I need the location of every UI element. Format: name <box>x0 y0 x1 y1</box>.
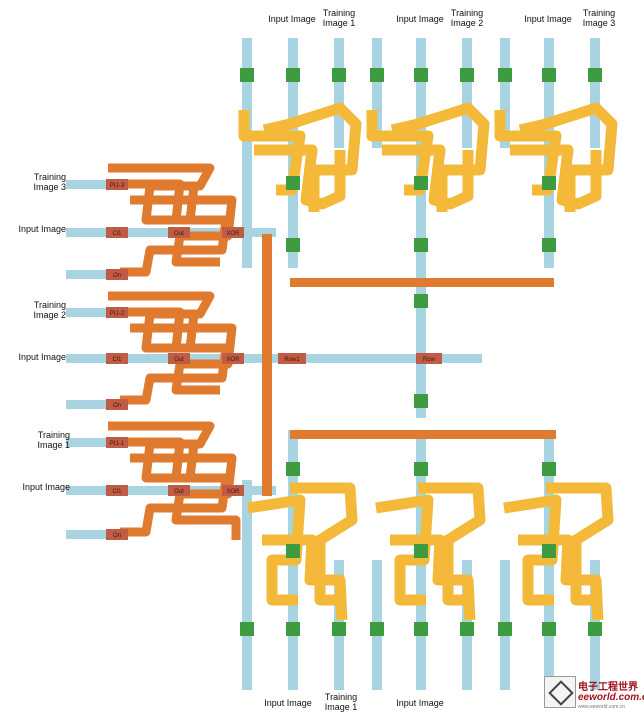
tag-b2-cl: Cl1 <box>112 357 122 363</box>
eeworld-logo-icon <box>544 676 576 708</box>
tag-b3-out: Out <box>174 231 184 237</box>
orange-buses <box>262 234 556 496</box>
left-label-training-image-3: Training Image 3 <box>33 172 66 192</box>
yellow-bottom-blocks <box>247 482 614 621</box>
top-label-training-image-3: Training Image 3 <box>582 8 616 28</box>
tag-row: Row <box>423 357 436 363</box>
tag-b2-pi: PI1-2 <box>110 311 125 317</box>
left-block-tag-boxes <box>106 179 442 540</box>
left-label-training-image-2: Training Image 2 <box>33 300 66 320</box>
tag-b2-xor: XOR <box>226 357 240 363</box>
top-label-input-image-1: Input Image <box>268 14 316 24</box>
top-label-training-image-2: Training Image 2 <box>450 8 484 28</box>
top-label-input-image-2: Input Image <box>396 14 444 24</box>
tag-b1-cl: Cl1 <box>112 489 122 495</box>
tag-b2-on: On <box>113 403 121 409</box>
tag-b2-out: Out <box>174 357 184 363</box>
tag-row1: Row1 <box>284 357 300 363</box>
watermark-cn: 电子工程世界 <box>578 682 638 693</box>
bottom-label-input-image-2: Input Image <box>396 698 444 708</box>
green-components <box>240 68 602 636</box>
left-label-input-image-b: Input Image <box>18 352 66 362</box>
bottom-label-training-image-1: Training Image 1 <box>324 692 358 712</box>
watermark-sub: www.eeworld.com.cn <box>578 704 625 710</box>
eeworld-watermark: 电子工程世界 eeworld.com.cn www.eeworld.com.cn <box>544 674 644 712</box>
left-label-input-image-c: Input Image <box>22 482 70 492</box>
tag-b3-cl: Cl1 <box>112 231 122 237</box>
tag-b1-on: On <box>113 533 121 539</box>
tag-b1-out: Out <box>174 489 184 495</box>
yellow-top-blocks <box>238 102 618 212</box>
left-label-input-image-a: Input Image <box>18 224 66 234</box>
top-label-input-image-3: Input Image <box>524 14 572 24</box>
tag-b3-pi: PI1-3 <box>110 183 125 189</box>
left-label-training-image-1: Training Image 1 <box>37 430 70 450</box>
tag-b1-xor: XOR <box>226 489 240 495</box>
bottom-label-input-image-1: Input Image <box>264 698 312 708</box>
watermark-en: eeworld.com.cn <box>578 692 644 703</box>
tag-b1-pi: PI1-1 <box>110 441 125 447</box>
top-label-training-image-1: Training Image 1 <box>322 8 356 28</box>
tag-b3-on: On <box>113 273 121 279</box>
tag-texts: PI1-3 Cl1 Out XOR On PI1-2 Cl1 Out XOR O… <box>110 183 436 539</box>
tag-b3-xor: XOR <box>226 231 240 237</box>
